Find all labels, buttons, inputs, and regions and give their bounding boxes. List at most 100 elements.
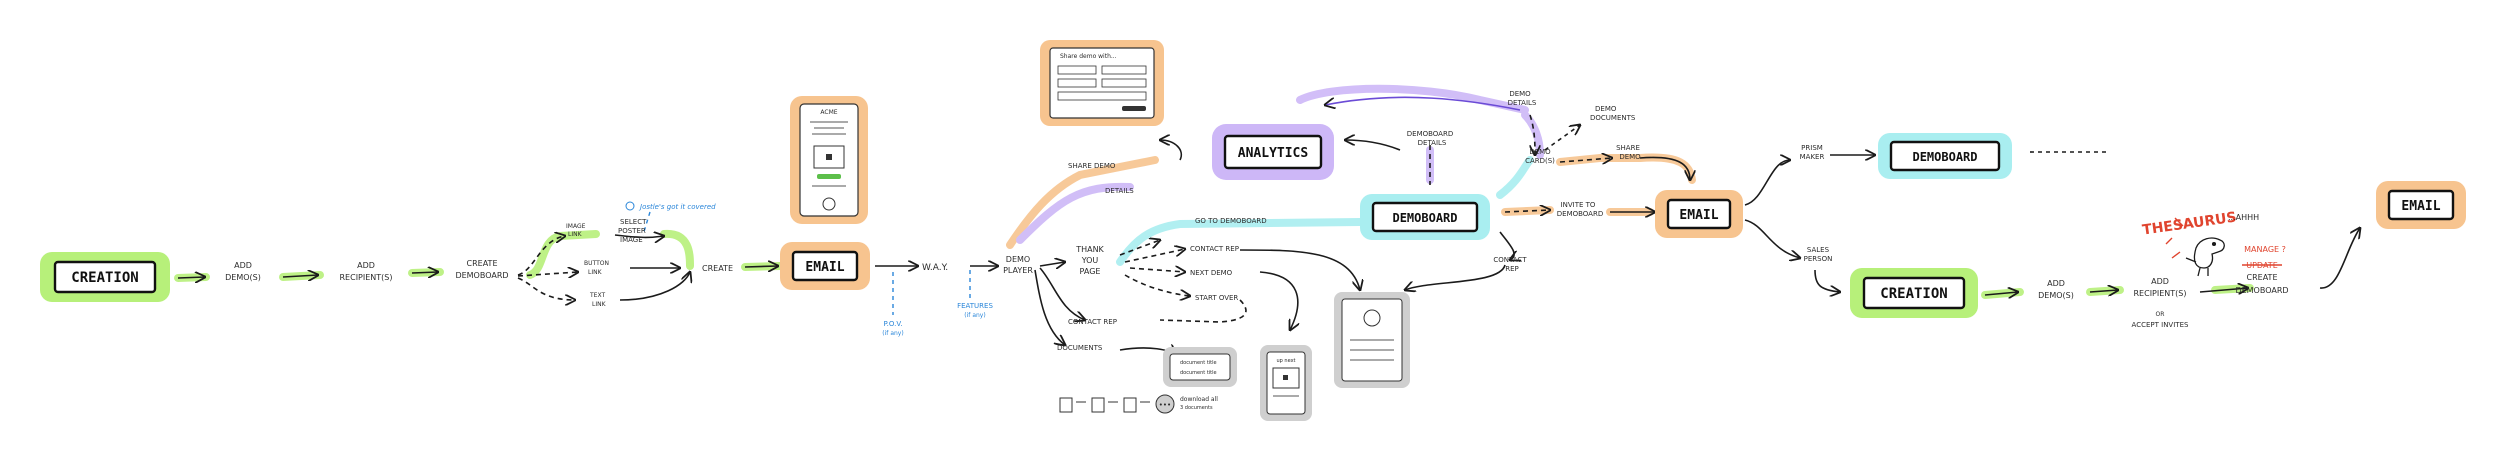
contact-card-mockup [1334,292,1410,388]
next-demo-label: NEXT DEMO [1190,269,1233,277]
demoboard-word-label: DEMOBOARD [2235,286,2288,295]
node-creation-2[interactable]: CREATION [1850,268,1978,318]
create-2-label: CREATE [2247,273,2278,282]
image-link-label-1: IMAGE [566,223,586,230]
button-link-label-2: LINK [588,269,603,276]
email-phone-mockup: ACME [790,96,868,224]
select-poster-label-1: SELECT [620,218,647,226]
text-link-label-2: LINK [592,301,607,308]
doc-title-2: document title [1180,370,1217,376]
contact-rep-3-label-2: REP [1505,265,1519,273]
node-email-3[interactable]: EMAIL [2376,181,2466,229]
share-form-mockup: Share demo with... [1040,40,1164,126]
node-demoboard-1-label: DEMOBOARD [1392,211,1457,225]
way-label: W.A.Y. [922,263,948,273]
demoboard-details-label-2: DETAILS [1418,139,1447,147]
image-link-label-2: LINK [568,231,583,238]
share-demo-2-label-1: SHARE [1616,144,1640,152]
dinosaur-doodle [2185,237,2225,277]
phone-logo: ACME [820,109,837,116]
prism-maker-label-2: MAKER [1800,153,1825,161]
demo-documents-label-1: DEMO [1595,105,1617,113]
add-recipients-2-label-2: RECIPIENT(S) [2134,289,2187,298]
features-sub: (if any) [964,312,985,319]
create-label: CREATE [702,264,733,273]
demoboard-details-label-1: DEMOBOARD [1407,130,1453,138]
demo-cards-label-1: DEMO [1529,148,1551,156]
download-count: 3 documents [1180,405,1213,411]
contact-rep-label-2: CONTACT REP [1068,318,1117,326]
add-demos-label-1: ADD [234,261,252,270]
up-next-mockup: up next [1260,345,1312,421]
select-poster-label-2: POSTER [618,227,646,235]
share-demo-2-label-2: DEMO [1619,153,1641,161]
button-link-label-1: BUTTON [584,260,609,267]
add-recipients-label-1: ADD [357,261,375,270]
node-demoboard-1[interactable]: DEMOBOARD [1360,194,1490,240]
select-poster-label-3: IMAGE [620,236,643,244]
node-creation-1[interactable]: CREATION [40,252,170,302]
node-demoboard-2-label: DEMOBOARD [1912,150,1977,164]
prism-maker-label-1: PRISM [1801,144,1823,152]
demo-player-label-1: DEMO [1006,255,1030,264]
documents-mockup: document title document title [1163,347,1237,387]
file-icons-row: ••• download all 3 documents [1059,394,1218,414]
sales-person-label-1: SALES [1807,246,1830,254]
create-demoboard-label-2: DEMOBOARD [455,271,508,280]
labels: ADD DEMO(S) ADD RECIPIENT(S) CREATE DEMO… [225,90,2288,352]
node-email-2[interactable]: EMAIL [1655,190,1743,238]
form-title: Share demo with... [1060,53,1117,60]
up-next-title: up next [1276,358,1295,364]
ahhh-label: ...AHHH [2228,213,2259,222]
thank-you-label-1: THANK [1075,245,1104,254]
thesaurus-label: THESAURUS [2141,210,2237,239]
node-creation-1-label: CREATION [71,270,138,286]
go-to-demoboard-label: GO TO DEMOBOARD [1195,217,1267,225]
demo-documents-label-2: DOCUMENTS [1590,114,1636,122]
node-analytics[interactable]: ANALYTICS [1212,124,1334,180]
details-label: DETAILS [1105,187,1134,195]
documents-label: DOCUMENTS [1057,344,1103,352]
or-label: OR [2156,311,2165,318]
node-email-2-label: EMAIL [1679,208,1718,223]
share-demo-label: SHARE DEMO [1068,162,1116,170]
node-analytics-label: ANALYTICS [1238,146,1309,161]
node-email-1-label: EMAIL [805,260,844,275]
features-label: FEATURES [957,302,993,310]
start-over-label: START OVER [1195,294,1238,302]
add-demos-2-label-1: ADD [2047,279,2065,288]
demo-player-label-2: PLAYER [1003,266,1033,275]
thank-you-label-3: PAGE [1080,267,1101,276]
add-recipients-label-2: RECIPIENT(S) [340,273,393,282]
jostle-note: Jostle's got it covered [638,203,716,211]
blue-dashed-lines [642,211,971,315]
demo-cards-label-2: CARD(S) [1525,157,1555,165]
download-all: download all [1180,396,1218,403]
node-creation-2-label: CREATION [1880,286,1947,302]
thank-you-label-2: YOU [1081,256,1099,265]
contact-rep-3-label-1: CONTACT [1493,256,1527,264]
update-label: UPDATE [2246,261,2278,270]
node-email-1[interactable]: EMAIL [780,242,870,290]
svg-text:•••: ••• [1159,401,1171,409]
invite-label-1: INVITE TO [1561,201,1596,209]
add-demos-2-label-2: DEMO(S) [2038,291,2074,300]
accept-invites-label: ACCEPT INVITES [2132,321,2189,329]
pov-label: P.O.V. [884,320,903,328]
node-demoboard-2[interactable]: DEMOBOARD [1878,133,2012,179]
node-email-3-label: EMAIL [2401,199,2440,214]
manage-label: MANAGE ? [2244,245,2286,254]
invite-label-2: DEMOBOARD [1557,210,1603,218]
pov-sub: (if any) [882,330,903,337]
demo-details-label-1: DEMO [1509,90,1531,98]
text-link-label-1: TEXT [589,292,605,299]
doc-title-1: document title [1180,360,1217,366]
sales-person-label-2: PERSON [1804,255,1833,263]
info-icon [625,201,635,211]
demo-details-label-2: DETAILS [1508,99,1537,107]
contact-rep-label-1: CONTACT REP [1190,245,1239,253]
add-recipients-2-label-1: ADD [2151,277,2169,286]
create-demoboard-label-1: CREATE [467,259,498,268]
red-scribbles [2165,217,2282,266]
